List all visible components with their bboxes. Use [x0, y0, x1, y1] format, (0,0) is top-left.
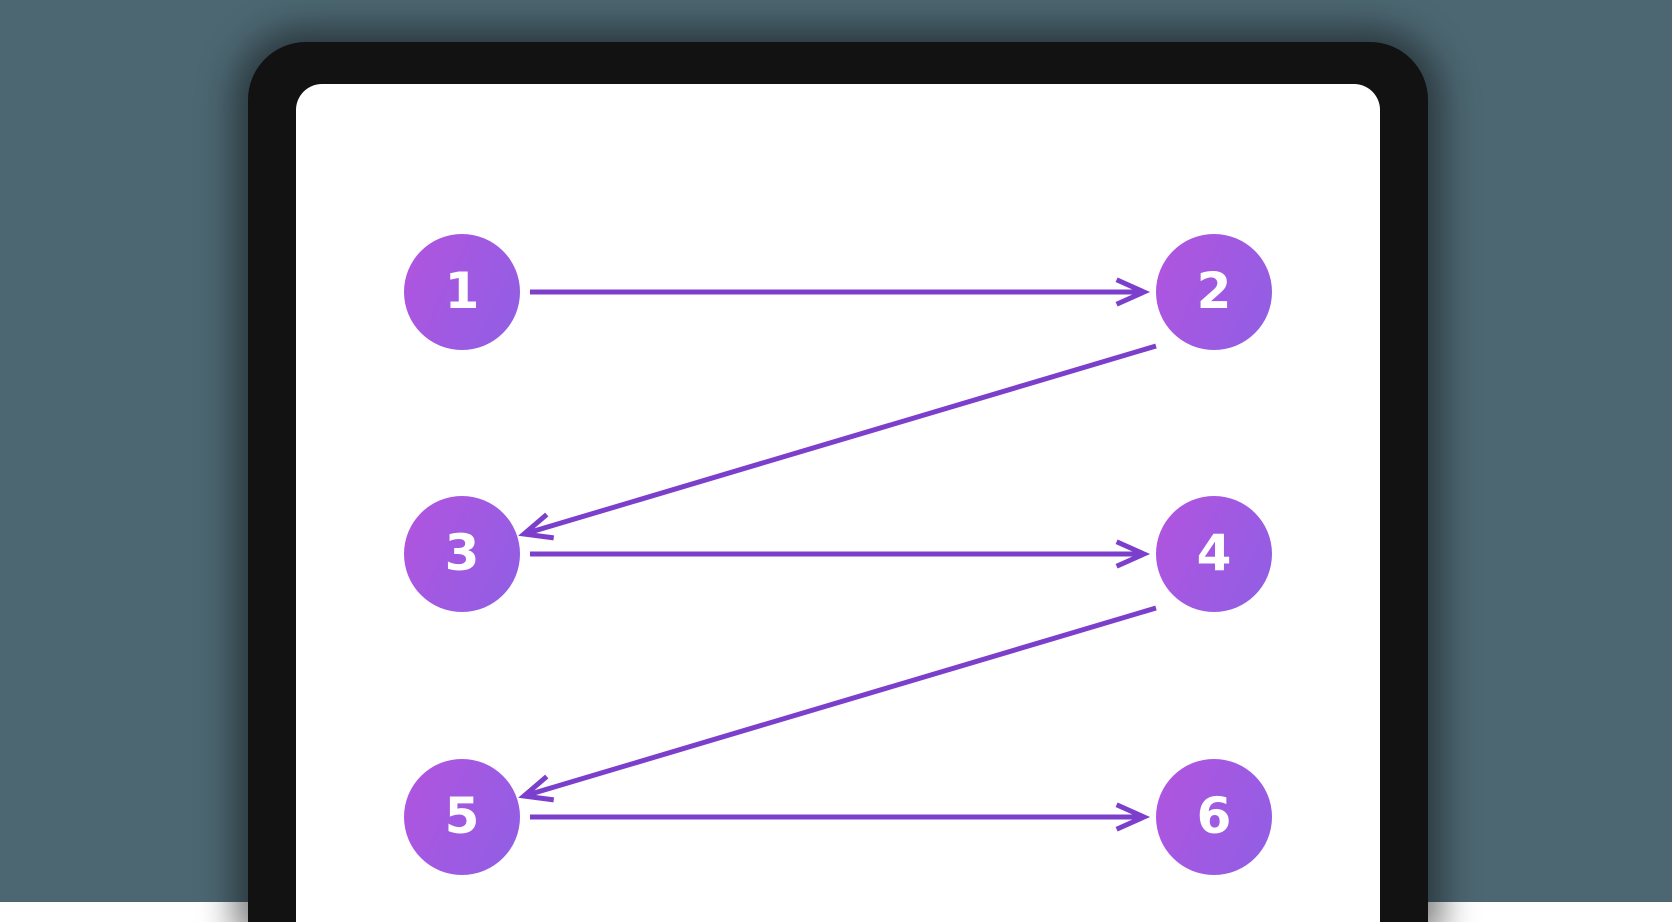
graph-node-label: 5: [444, 787, 480, 845]
graph-node-label: 1: [444, 262, 480, 320]
edge-layer: [518, 277, 1157, 832]
graph-node-3[interactable]: 3: [404, 496, 520, 612]
edges-group: [518, 277, 1157, 832]
graph-edge-2-to-3: [518, 343, 1157, 541]
edge-arrowhead: [1115, 277, 1151, 307]
graph-edge-3-to-4: [530, 539, 1151, 569]
graph-node-label: 2: [1196, 262, 1232, 320]
graph-node-6[interactable]: 6: [1156, 759, 1272, 875]
tablet-screen: 1 2 3 4 5 6: [296, 84, 1380, 922]
graph-edge-4-to-5: [518, 605, 1157, 803]
diagram-canvas: 1 2 3 4 5 6: [296, 84, 1380, 922]
graph-edge-5-to-6: [530, 802, 1151, 832]
edge-line: [523, 343, 1157, 537]
edge-arrowhead: [1115, 802, 1151, 832]
edge-arrowhead: [518, 512, 555, 541]
edge-arrowhead: [1115, 539, 1151, 569]
graph-node-5[interactable]: 5: [404, 759, 520, 875]
graph-node-label: 4: [1196, 524, 1232, 582]
edge-line: [523, 605, 1157, 799]
edge-arrowhead: [518, 774, 555, 803]
graph-node-4[interactable]: 4: [1156, 496, 1272, 612]
graph-node-2[interactable]: 2: [1156, 234, 1272, 350]
graph-node-1[interactable]: 1: [404, 234, 520, 350]
graph-node-label: 6: [1196, 787, 1232, 845]
graph-node-label: 3: [444, 524, 480, 582]
graph-edge-1-to-2: [530, 277, 1151, 307]
